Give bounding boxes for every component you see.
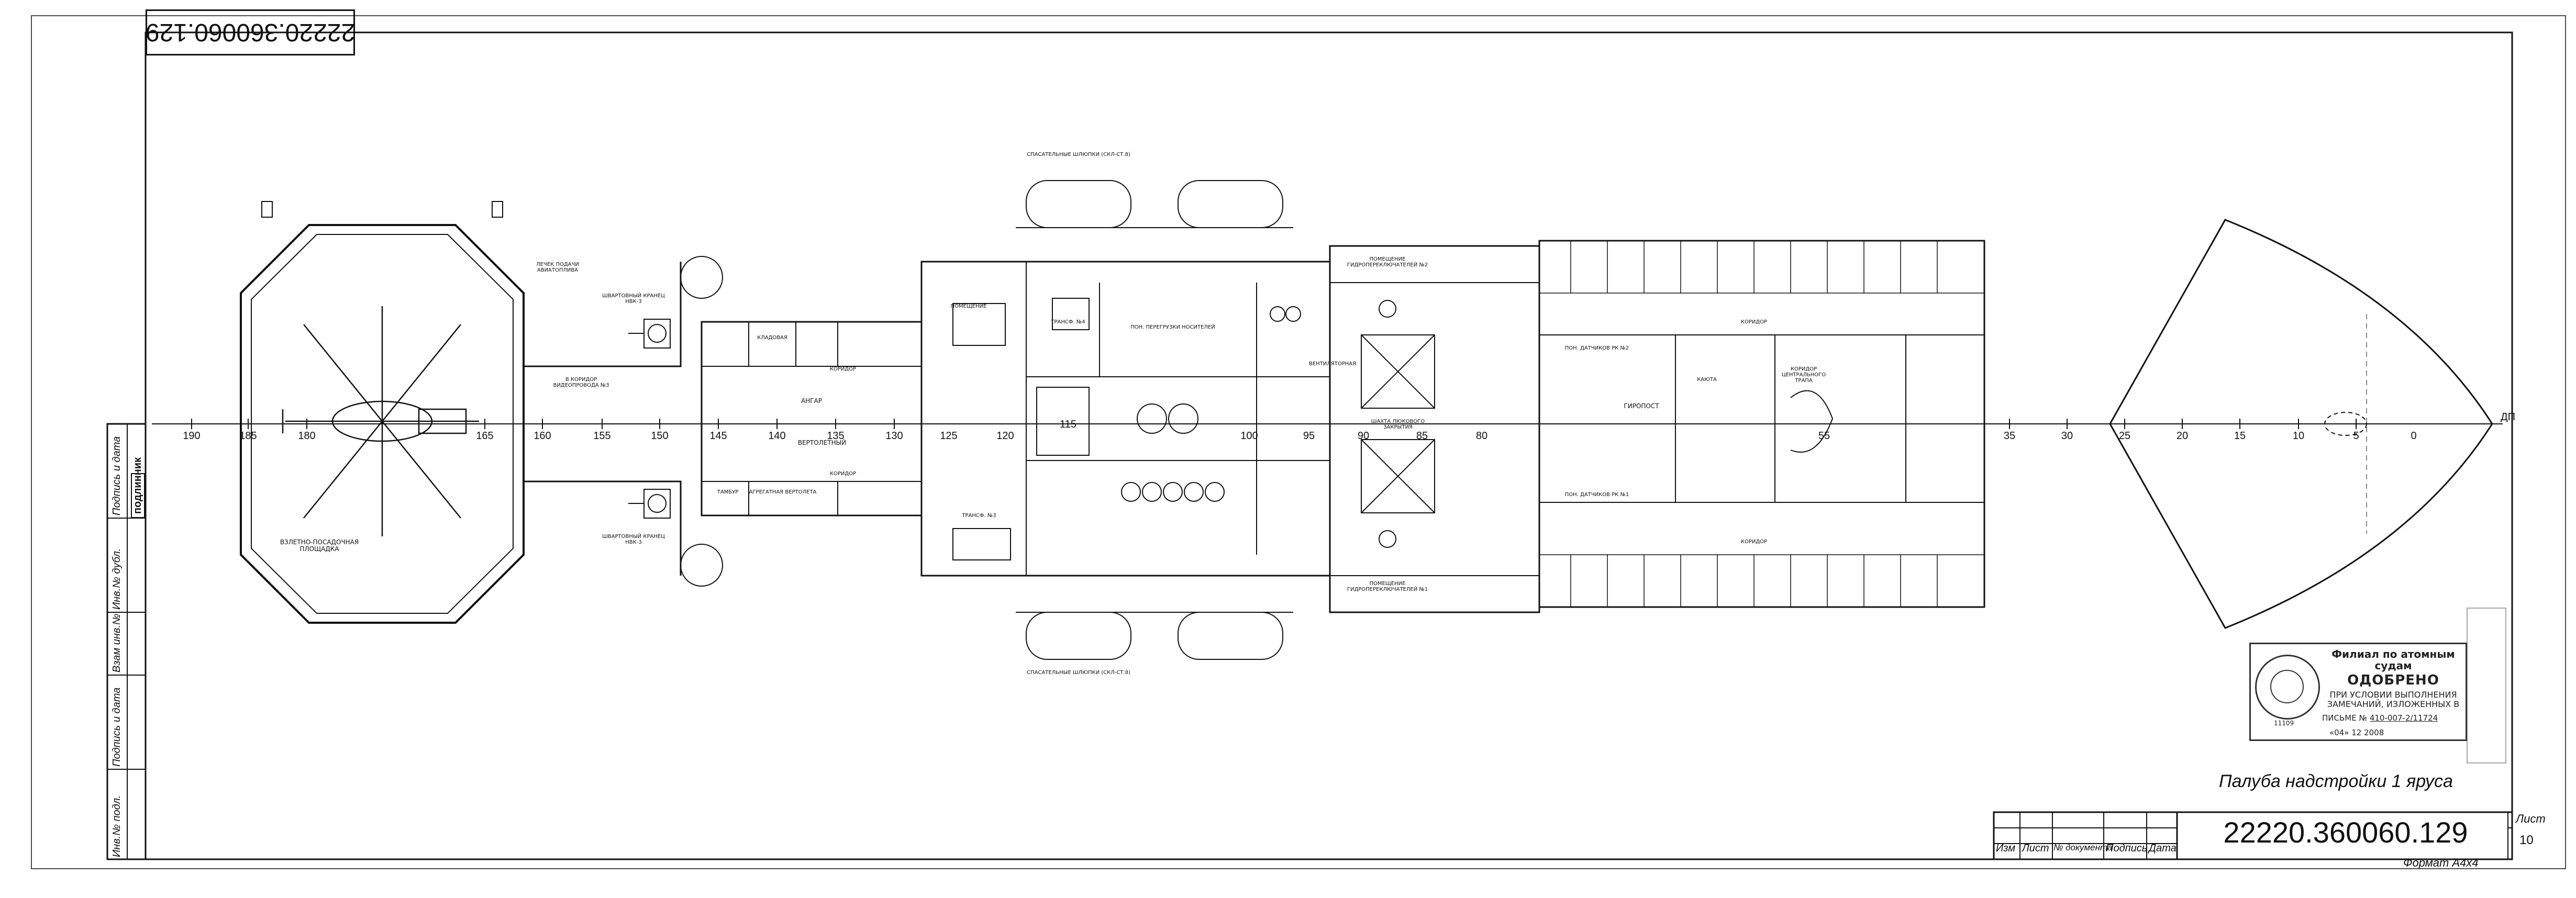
stamp-letter: ПИСЬМЕ № 410-007-2/11724 (2322, 713, 2438, 723)
store-label: КЛАДОВАЯ (757, 335, 787, 341)
corridor-hangar-bottom-label: КОРИДОР (829, 471, 857, 477)
tb-header-rev: Изм (1996, 843, 2016, 854)
format-label: Формат А4х4 (2403, 856, 2479, 869)
frame-tick: 125 (940, 430, 958, 442)
helicopter-outline (282, 306, 479, 536)
frame-tick: 25 (2118, 430, 2131, 442)
frame-tick: 95 (1303, 430, 1315, 442)
fan-room-label: ВЕНТИЛЯТОРНАЯ (1309, 361, 1357, 367)
lifeboats-top-label: СПАСАТЕЛЬНЫЕ ШЛЮПКИ (СКЛ-СТ.8) (1027, 152, 1130, 158)
hangar-label: АНГАР (801, 397, 822, 405)
bow-shaft-label: ШАХТА ЛЮКОВОГО ЗАКРЫТИЯ (1371, 419, 1425, 430)
corridor-low-label: КОРИДОР (1740, 539, 1768, 545)
frame-tick: 10 (2292, 430, 2305, 442)
hangar-block (701, 321, 923, 517)
deck-title: Палуба надстройки 1 яруса (2219, 771, 2453, 791)
frame-tick: 145 (709, 430, 727, 442)
tambour-label: ТАМБУР (717, 489, 739, 495)
frame-tick: 165 (476, 430, 494, 442)
tb-header-doc: № документа (2053, 843, 2113, 852)
frame-tick: 135 (827, 430, 845, 442)
tb-header-sign: Подпись (2106, 843, 2148, 854)
frame-tick: 160 (534, 430, 551, 442)
pipe-label: В КОРИДОР ВИДЕОПРОВОДА №3 (553, 377, 609, 388)
frame-tick: 130 (885, 430, 903, 442)
tb-header-date: Дата (2149, 843, 2177, 854)
stamp-approved: ОДОБРЕНО (2347, 672, 2439, 688)
side-cell-sign-date-2: Подпись и дата (111, 687, 123, 767)
frame-tick: ДП (2501, 411, 2515, 423)
sheet-number: 10 (2519, 833, 2534, 847)
shaft-top (1361, 334, 1435, 409)
frame-tick: 190 (183, 430, 201, 442)
frame-tick: 180 (298, 430, 316, 442)
frame-tick: 55 (1818, 430, 1830, 442)
frame-tick: 35 (2003, 430, 2016, 442)
rotated-document-code: 22220.360060.129 (146, 9, 355, 55)
sheet-label: Лист (2516, 812, 2546, 825)
frame-tick: 0 (2411, 430, 2417, 442)
frame-tick: 155 (593, 430, 611, 442)
stamp-letter-date: «04» 12 2008 (2329, 728, 2384, 737)
stamp-letter-label: ПИСЬМЕ № (2322, 713, 2368, 723)
frame-tick: 80 (1475, 430, 1488, 442)
seal-number: 11109 (2274, 720, 2294, 727)
corridor-main-label: КОРИДОР (1740, 319, 1768, 325)
frame-tick: 150 (651, 430, 669, 442)
hydro-top-label: ПОМЕЩЕНИЕ ГИДРОПЕРЕКЛЮЧАТЕЛЕЙ №2 (1347, 256, 1428, 268)
control1-label: ПОН. ДАТЧИКОВ РК №1 (1564, 492, 1629, 498)
trans2-label: ТРАНСФ. №3 (962, 513, 996, 519)
accommodation-block (1538, 240, 1985, 608)
frame-tick: 185 (239, 430, 257, 442)
fender-bottom-label: ШВАРТОВНЫЙ КРАНЕЦ НВК-3 (602, 534, 665, 545)
side-cell-sign-date: Подпись и дата (111, 436, 123, 515)
corridor-hangar-label: КОРИДОР (829, 366, 857, 372)
side-stamp-original: подлинник (131, 457, 145, 518)
cabin-label: КАЮТА (1697, 377, 1717, 383)
helipad-label: ВЗЛЕТНО-ПОСАДОЧНАЯ ПЛОЩАДКА (280, 538, 359, 553)
gyro-label: ГИРОПОСТ (1624, 402, 1659, 410)
fuel-label: ЛЕЧЕК ПОДАЧИ АВИАТОПЛИВА (536, 262, 579, 273)
frame-tick: 15 (2234, 430, 2246, 442)
document-code: 22220.360060.129 (2223, 816, 2468, 849)
tb-header-sheet: Лист (2022, 843, 2049, 854)
side-column (106, 423, 147, 860)
frame-tick: 115 (1060, 419, 1076, 430)
frame-tick: 90 (1357, 430, 1370, 442)
frame-tick: 85 (1416, 430, 1428, 442)
engine-label: ПОН. ПЕРЕГРУЗКИ НОСИТЕЛЕЙ (1130, 324, 1215, 330)
stamp-condition: ПРИ УСЛОВИИ ВЫПОЛНЕНИЯ ЗАМЕЧАНИЙ, ИЗЛОЖЕ… (2327, 690, 2460, 709)
fwd-round-room-bottom (680, 544, 723, 587)
shaft-bottom (1361, 439, 1435, 513)
lifeboats (1016, 180, 1293, 660)
lifeboats-bottom-label: СПАСАТЕЛЬНЫЕ ШЛЮПКИ (СКЛ-СТ.8) (1027, 670, 1130, 676)
helideck (240, 224, 525, 624)
heli-hangar-label: ВЕРТОЛЕТНЫЙ (797, 439, 847, 446)
frame-tick: 30 (2061, 430, 2073, 442)
frame-tick: 5 (2353, 430, 2359, 442)
side-cell-dup: Инв.№ дубл. (111, 548, 123, 610)
control-label: ПОН. ДАТЧИКОВ РК №2 (1564, 345, 1629, 351)
frame-tick: 20 (2176, 430, 2189, 442)
frame-tick: 120 (996, 430, 1014, 442)
fender-top-label: ШВАРТОВНЫЙ КРАНЕЦ НВК-3 (602, 293, 665, 305)
fwd-round-room-top (680, 256, 723, 299)
hydro-bottom-label: ПОМЕЩЕНИЕ ГИДРОПЕРЕКЛЮЧАТЕЛЕЙ №1 (1347, 581, 1428, 592)
seal-icon (2255, 655, 2320, 720)
side-cell-orig: Инв.№ подл. (111, 795, 123, 857)
bow-outline (2109, 219, 2493, 629)
side-cell-replace: Взам инв.№ (111, 613, 123, 672)
frame-tick: 100 (1240, 430, 1258, 442)
agr-label: АГРЕГАТНАЯ ВЕРТОЛЕТА (749, 489, 817, 495)
trans-label: ТРАНСФ. №4 (1051, 319, 1085, 325)
frame-tick: 140 (768, 430, 786, 442)
stamp-letter-value: 410-007-2/11724 (2369, 713, 2438, 723)
central-label: КОРИДОР ЦЕНТРАЛЬНОГО ТРАПА (1781, 366, 1826, 384)
approval-stamp: 11109 Филиал по атомным судам ОДОБРЕНО П… (2249, 643, 2467, 741)
title-block (1993, 811, 2513, 860)
pantry-label: ПОМЕЩЕНИЕ (950, 304, 987, 309)
stamp-org: Филиал по атомным судам (2331, 648, 2455, 672)
